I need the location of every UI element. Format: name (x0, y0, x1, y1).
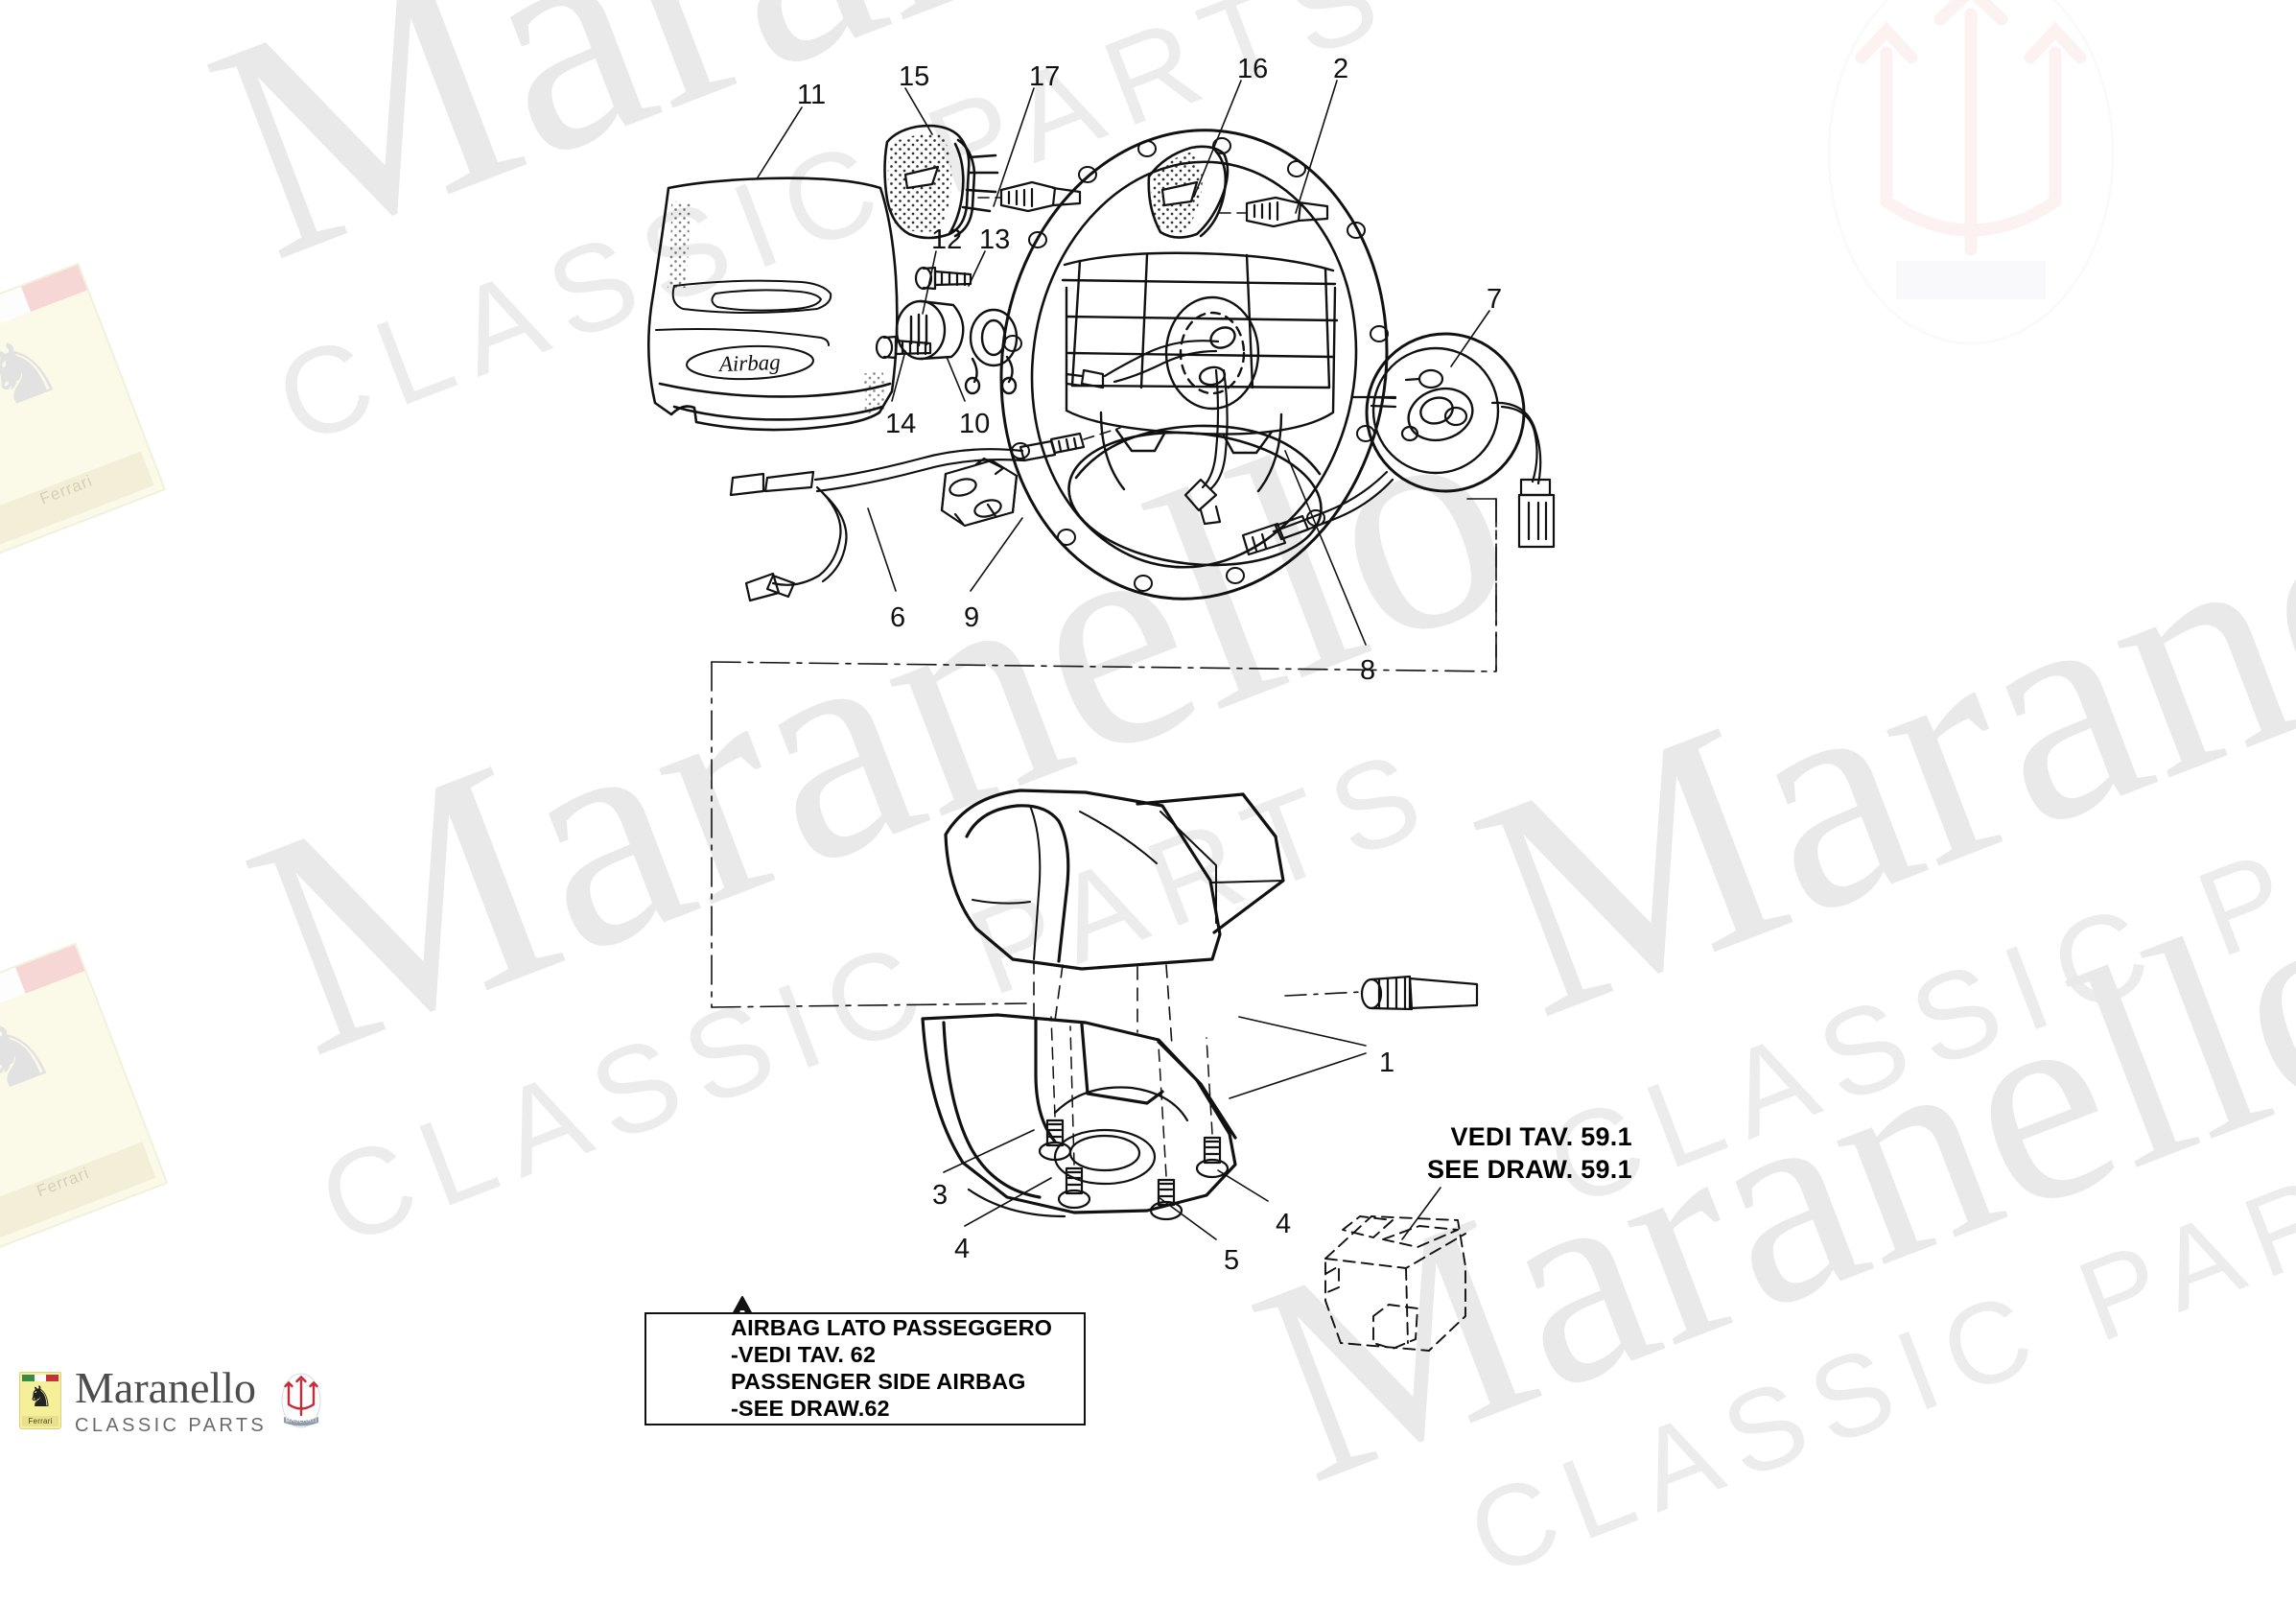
callout-5[interactable]: 5 (1224, 1245, 1240, 1276)
callout-11[interactable]: 11 (797, 80, 827, 110)
warning-line-4: -SEE DRAW.62 (731, 1395, 890, 1421)
svg-text:MASERATI: MASERATI (286, 1419, 317, 1425)
callout-12[interactable]: 12 (931, 224, 963, 255)
brand-subtitle: CLASSIC PARTS (75, 1415, 268, 1436)
callout-16[interactable]: 16 (1237, 54, 1269, 84)
warning-line-1: AIRBAG LATO PASSEGGERO (731, 1315, 1053, 1341)
callout-15[interactable]: 15 (899, 61, 930, 92)
see-draw-note-line1: VEDI TAV. 59.1 (1450, 1122, 1632, 1151)
maserati-trident-logo: MASERATI (281, 1373, 321, 1428)
airbag-warning-text: AIRBAG LATO PASSEGGERO -VEDI TAV. 62 PAS… (725, 1315, 1052, 1423)
see-draw-note: VEDI TAV. 59.1 SEE DRAW. 59.1 (1427, 1120, 1632, 1186)
callout-4-right[interactable]: 4 (1276, 1209, 1292, 1239)
callout-2[interactable]: 2 (1333, 54, 1349, 84)
callout-4-left[interactable]: 4 (954, 1234, 971, 1264)
brand-footer: ♞ Ferrari Maranello CLASSIC PARTS MASERA… (19, 1366, 322, 1435)
svg-text:Airbag: Airbag (716, 350, 781, 376)
warning-line-3: PASSENGER SIDE AIRBAG (731, 1369, 1026, 1394)
maserati-trident-watermark (1827, 0, 2115, 345)
prancing-horse-icon: ♞ (27, 1381, 54, 1413)
see-draw-note-line2: SEE DRAW. 59.1 (1427, 1155, 1632, 1185)
ferrari-shield-logo: ♞ Ferrari (19, 1372, 61, 1429)
callout-10[interactable]: 10 (959, 409, 991, 439)
ferrari-wordmark: Ferrari (22, 1416, 59, 1426)
callout-6[interactable]: 6 (890, 602, 906, 633)
callout-3[interactable]: 3 (932, 1180, 949, 1211)
brand-text-block: Maranello CLASSIC PARTS (75, 1363, 268, 1436)
parts-line-art: Airbag (646, 80, 1556, 1352)
callout-7[interactable]: 7 (1487, 284, 1503, 315)
callout-8[interactable]: 8 (1360, 655, 1376, 686)
callout-17[interactable]: 17 (1029, 61, 1061, 92)
brand-name: Maranello (75, 1363, 257, 1412)
callout-14[interactable]: 14 (885, 409, 917, 439)
callout-1[interactable]: 1 (1379, 1048, 1395, 1078)
callout-13[interactable]: 13 (979, 224, 1011, 255)
warning-line-2: -VEDI TAV. 62 (731, 1342, 876, 1368)
callout-9[interactable]: 9 (964, 602, 980, 633)
airbag-warning-box: AIRBAG LATO PASSEGGERO -VEDI TAV. 62 PAS… (644, 1312, 1086, 1425)
